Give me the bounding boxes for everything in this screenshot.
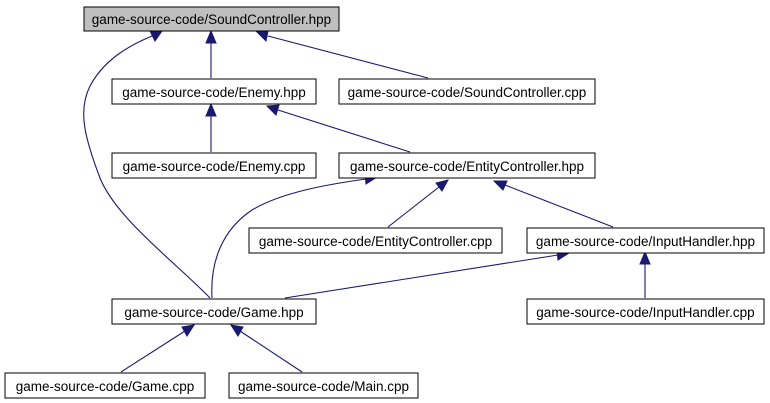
edge-game-cpp-to-game-hpp xyxy=(120,324,196,373)
edge-inputhandler-hpp-to-entitycontroller-hpp xyxy=(492,180,614,228)
node-soundcontroller-hpp[interactable]: game-source-code/SoundController.hpp xyxy=(83,6,340,32)
node-label: game-source-code/Enemy.hpp xyxy=(122,85,306,100)
node-label: game-source-code/Game.hpp xyxy=(124,305,303,320)
node-entitycontroller-cpp[interactable]: game-source-code/EntityController.cpp xyxy=(248,227,503,254)
edge-entitycontroller-cpp-to-entitycontroller-hpp xyxy=(387,179,449,228)
edge-game-hpp-to-inputhandler-hpp xyxy=(284,249,571,299)
node-inputhandler-hpp[interactable]: game-source-code/InputHandler.hpp xyxy=(526,227,765,254)
node-enemy-cpp[interactable]: game-source-code/Enemy.cpp xyxy=(111,152,317,179)
node-label: game-source-code/Game.cpp xyxy=(16,379,195,394)
node-main-cpp[interactable]: game-source-code/Main.cpp xyxy=(228,372,419,399)
edge-entitycontroller-hpp-to-enemy-hpp xyxy=(265,104,411,153)
edge-main-cpp-to-game-hpp xyxy=(229,324,303,373)
edge-soundcontroller-cpp-to-soundcontroller-hpp xyxy=(255,30,429,79)
node-label: game-source-code/Main.cpp xyxy=(238,379,409,394)
node-label: game-source-code/SoundController.cpp xyxy=(348,85,587,100)
node-game-hpp[interactable]: game-source-code/Game.hpp xyxy=(111,298,317,325)
node-label: game-source-code/InputHandler.hpp xyxy=(536,234,755,249)
edge-inputhandler-cpp-to-inputhandler-hpp xyxy=(639,250,651,298)
edge-enemy-cpp-to-enemy-hpp xyxy=(205,102,217,152)
node-label: game-source-code/EntityController.hpp xyxy=(350,159,584,174)
node-inputhandler-cpp[interactable]: game-source-code/InputHandler.cpp xyxy=(526,298,765,325)
node-label: game-source-code/InputHandler.cpp xyxy=(536,305,754,320)
node-soundcontroller-cpp[interactable]: game-source-code/SoundController.cpp xyxy=(338,78,596,105)
node-label: game-source-code/SoundController.hpp xyxy=(92,12,331,27)
node-game-cpp[interactable]: game-source-code/Game.cpp xyxy=(4,372,206,399)
node-label: game-source-code/EntityController.cpp xyxy=(259,234,492,249)
edge-enemy-hpp-to-soundcontroller-hpp xyxy=(205,29,217,78)
node-entitycontroller-hpp[interactable]: game-source-code/EntityController.hpp xyxy=(338,152,596,179)
node-enemy-hpp[interactable]: game-source-code/Enemy.hpp xyxy=(111,78,317,105)
node-label: game-source-code/Enemy.cpp xyxy=(123,159,306,174)
